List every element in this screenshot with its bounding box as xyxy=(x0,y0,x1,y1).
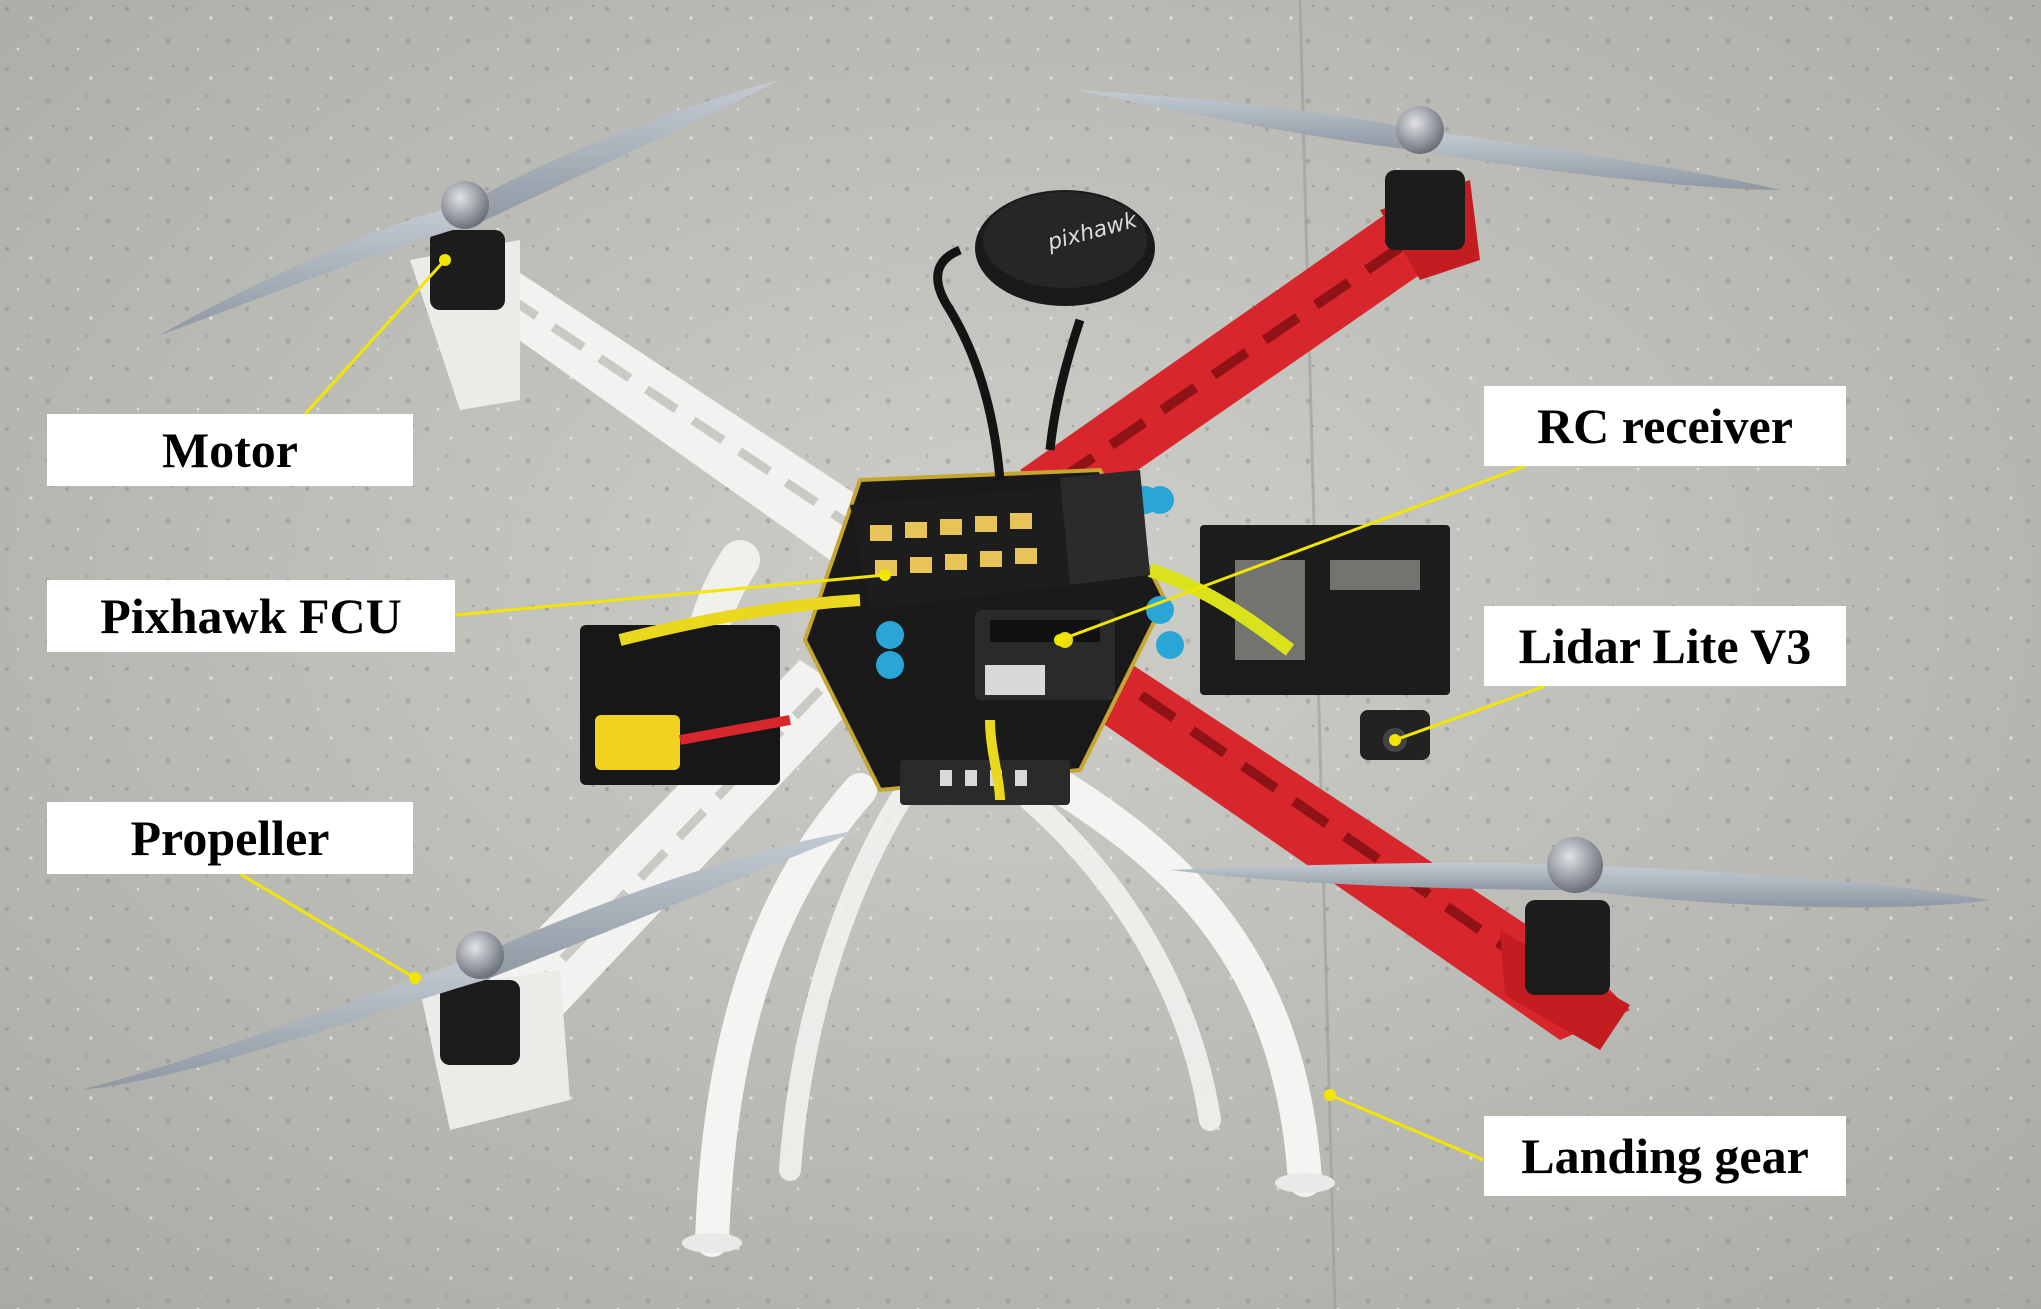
propeller-icon xyxy=(80,80,1990,1090)
pixhawk-flight-controller xyxy=(850,470,1150,610)
rc-receiver-module xyxy=(975,610,1115,700)
leader-lines xyxy=(239,258,1546,1162)
motor-caps xyxy=(441,106,1603,979)
pixhawk-fcu-label: Pixhawk FCU xyxy=(47,580,455,652)
xt60-connector xyxy=(595,715,680,770)
gps-module-icon: pixhawk xyxy=(975,190,1155,306)
propeller-label: Propeller xyxy=(47,802,413,874)
rc-receiver-label: RC receiver xyxy=(1484,386,1846,466)
motor-icon xyxy=(430,170,1610,1065)
motor-label: Motor xyxy=(47,414,413,486)
lidar-label: Lidar Lite V3 xyxy=(1484,606,1846,686)
landing-gear-label: Landing gear xyxy=(1484,1116,1846,1196)
